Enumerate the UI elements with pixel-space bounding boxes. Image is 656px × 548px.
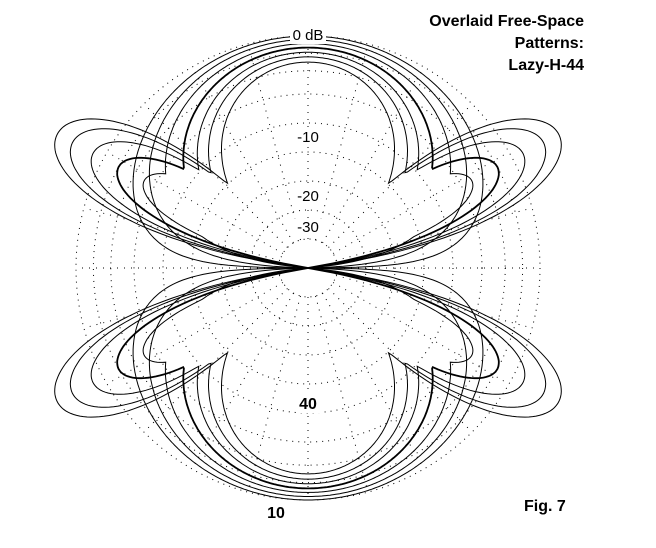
grid-spoke	[335, 275, 533, 329]
ring-label: 0 dB	[293, 27, 324, 44]
pattern-series-5	[90, 51, 526, 485]
pattern-series-1	[132, 35, 484, 501]
grid-ring	[220, 180, 396, 356]
pattern-series-4	[116, 46, 500, 490]
grid-spoke	[143, 103, 288, 248]
grid-spoke	[315, 295, 369, 493]
extra-label: 40	[299, 396, 317, 413]
ring-label-background	[294, 219, 322, 236]
grid-ring	[92, 52, 524, 484]
ring-labels: 0 dB -10 -20 -30 40 10	[264, 27, 326, 522]
ring-label: -20	[297, 188, 319, 205]
pattern-series-7	[54, 61, 562, 475]
chart-title-line-3: Lazy-H-44	[508, 57, 584, 74]
grid-ring	[133, 93, 483, 443]
grid-spoke	[83, 275, 281, 329]
chart-title-line-1: Overlaid Free-Space	[429, 13, 584, 30]
grid-spoke	[335, 207, 533, 261]
pattern-series-2	[148, 39, 468, 497]
pattern-series-6	[69, 56, 547, 480]
ring-label-background	[294, 129, 322, 146]
grid-spoke	[328, 288, 473, 433]
grid-spoke	[83, 207, 281, 261]
grid-spoke	[315, 43, 369, 241]
grid-ring	[162, 122, 454, 414]
figure-label: Fig. 7	[524, 498, 566, 515]
ring-label: -30	[297, 219, 319, 236]
ring-label-background	[294, 188, 322, 205]
extra-label: 10	[267, 505, 285, 522]
grid-spoke	[143, 288, 288, 433]
pattern-curves	[54, 35, 562, 501]
ring-label-background	[290, 27, 326, 44]
grid-ring	[191, 151, 425, 385]
chart-title-line-2: Patterns:	[514, 35, 584, 52]
extra-label-background	[296, 395, 320, 413]
grid-spoke	[247, 295, 301, 493]
pattern-series-3	[142, 42, 474, 494]
extra-label-background	[264, 504, 288, 522]
ring-label: -10	[297, 129, 319, 146]
grid-spoke	[328, 103, 473, 248]
grid-spoke	[247, 43, 301, 241]
